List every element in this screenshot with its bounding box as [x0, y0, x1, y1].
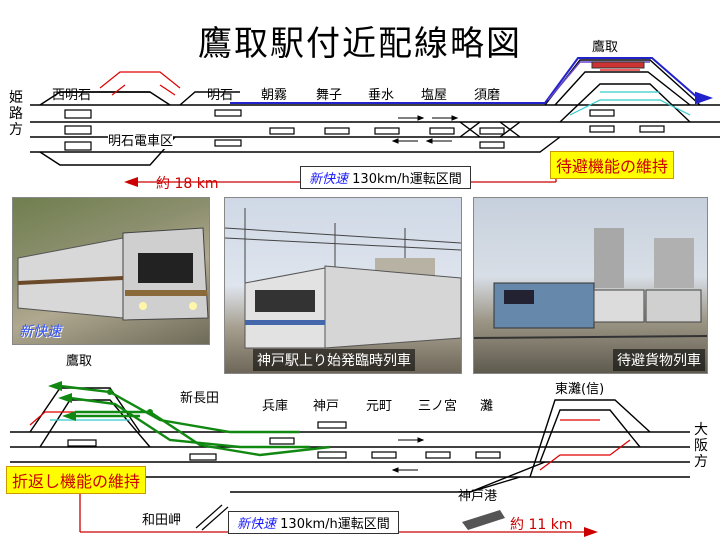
- photo-taihi-freight: 待避貨物列車: [473, 197, 708, 374]
- station-hyogo: 兵庫: [262, 399, 289, 414]
- depot-akashi: 明石電車区: [108, 130, 174, 149]
- station-nada: 灘: [480, 399, 494, 414]
- station-asagiri: 朝霧: [261, 88, 288, 103]
- station-kobe: 神戸: [313, 399, 340, 414]
- train-illustration-center: [225, 208, 461, 349]
- station-nishi-akashi: 西明石: [52, 88, 92, 103]
- callout-taihi: 待避機能の維持: [550, 151, 675, 179]
- station-takatori-bottom: 鷹取: [64, 350, 95, 369]
- station-maiko: 舞子: [316, 88, 343, 103]
- station-sannomiya: 三ノ宮: [418, 399, 458, 414]
- callout-orikaeshi: 折返し機能の維持: [6, 466, 147, 494]
- station-motomachi: 元町: [366, 399, 393, 414]
- train-illustration-left: [17, 227, 209, 321]
- station-higashinada: 東灘(信): [555, 378, 605, 397]
- station-takatori-top: 鷹取: [592, 40, 619, 55]
- page-title: 鷹取駅付近配線略図: [198, 24, 522, 64]
- station-suma: 須磨: [474, 88, 501, 103]
- speed-label-italic: 新快速: [309, 172, 349, 187]
- speed-section-bottom: 新快速 130km/h運転区間: [228, 511, 399, 534]
- distance-top: 約 18 km: [156, 176, 219, 192]
- speed-label-italic-bottom: 新快速: [237, 517, 277, 532]
- station-akashi: 明石: [207, 88, 234, 103]
- station-tarumi: 垂水: [368, 88, 395, 103]
- caption-right: 待避貨物列車: [613, 349, 705, 371]
- speed-label-rest: 130km/h運転区間: [348, 172, 462, 187]
- photo-kobe-rinji: 神戸駅上り始発臨時列車: [224, 197, 462, 374]
- station-wadamisaki: 和田岬: [142, 513, 182, 528]
- photo-shinkaisoku: 新快速: [12, 197, 210, 345]
- caption-left: 新快速: [19, 324, 61, 340]
- distance-bottom: 約 11 km: [510, 517, 573, 533]
- station-shin-nagata: 新長田: [180, 391, 220, 406]
- direction-osaka: 大阪方: [694, 422, 708, 470]
- speed-label-rest-bottom: 130km/h運転区間: [276, 517, 390, 532]
- caption-center: 神戸駅上り始発臨時列車: [253, 349, 415, 371]
- station-kobe-port: 神戸港: [458, 489, 498, 504]
- speed-section-top: 新快速 130km/h運転区間: [300, 166, 471, 189]
- train-illustration-right: [474, 228, 707, 339]
- station-shioya: 塩屋: [421, 88, 448, 103]
- direction-himeji: 姫路方: [9, 90, 23, 138]
